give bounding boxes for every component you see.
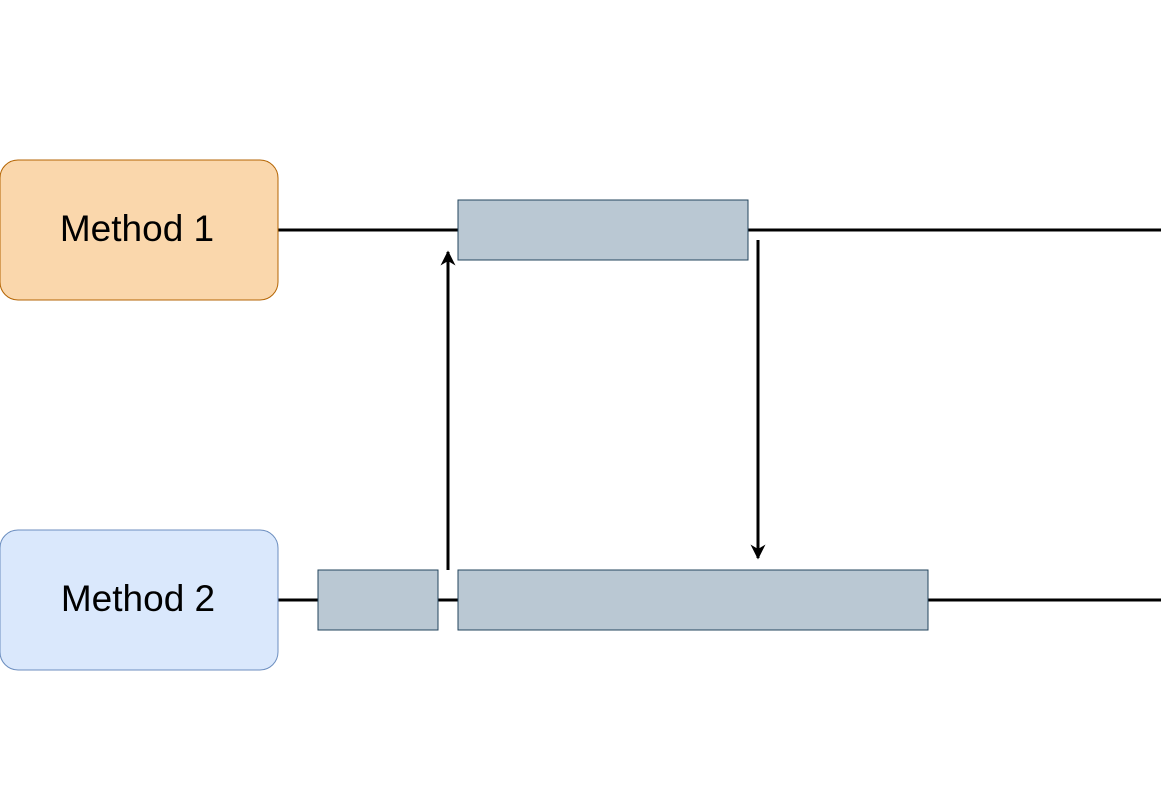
method-1-activity-block: [457, 199, 749, 261]
method-2-activity-block-1: [317, 569, 439, 631]
method-2-activity-block-2: [457, 569, 929, 631]
method-2-box: [0, 529, 279, 671]
method-1-box: [0, 159, 279, 301]
method-2-label: Method 2: [61, 578, 215, 619]
method-1-label: Method 1: [60, 208, 214, 249]
